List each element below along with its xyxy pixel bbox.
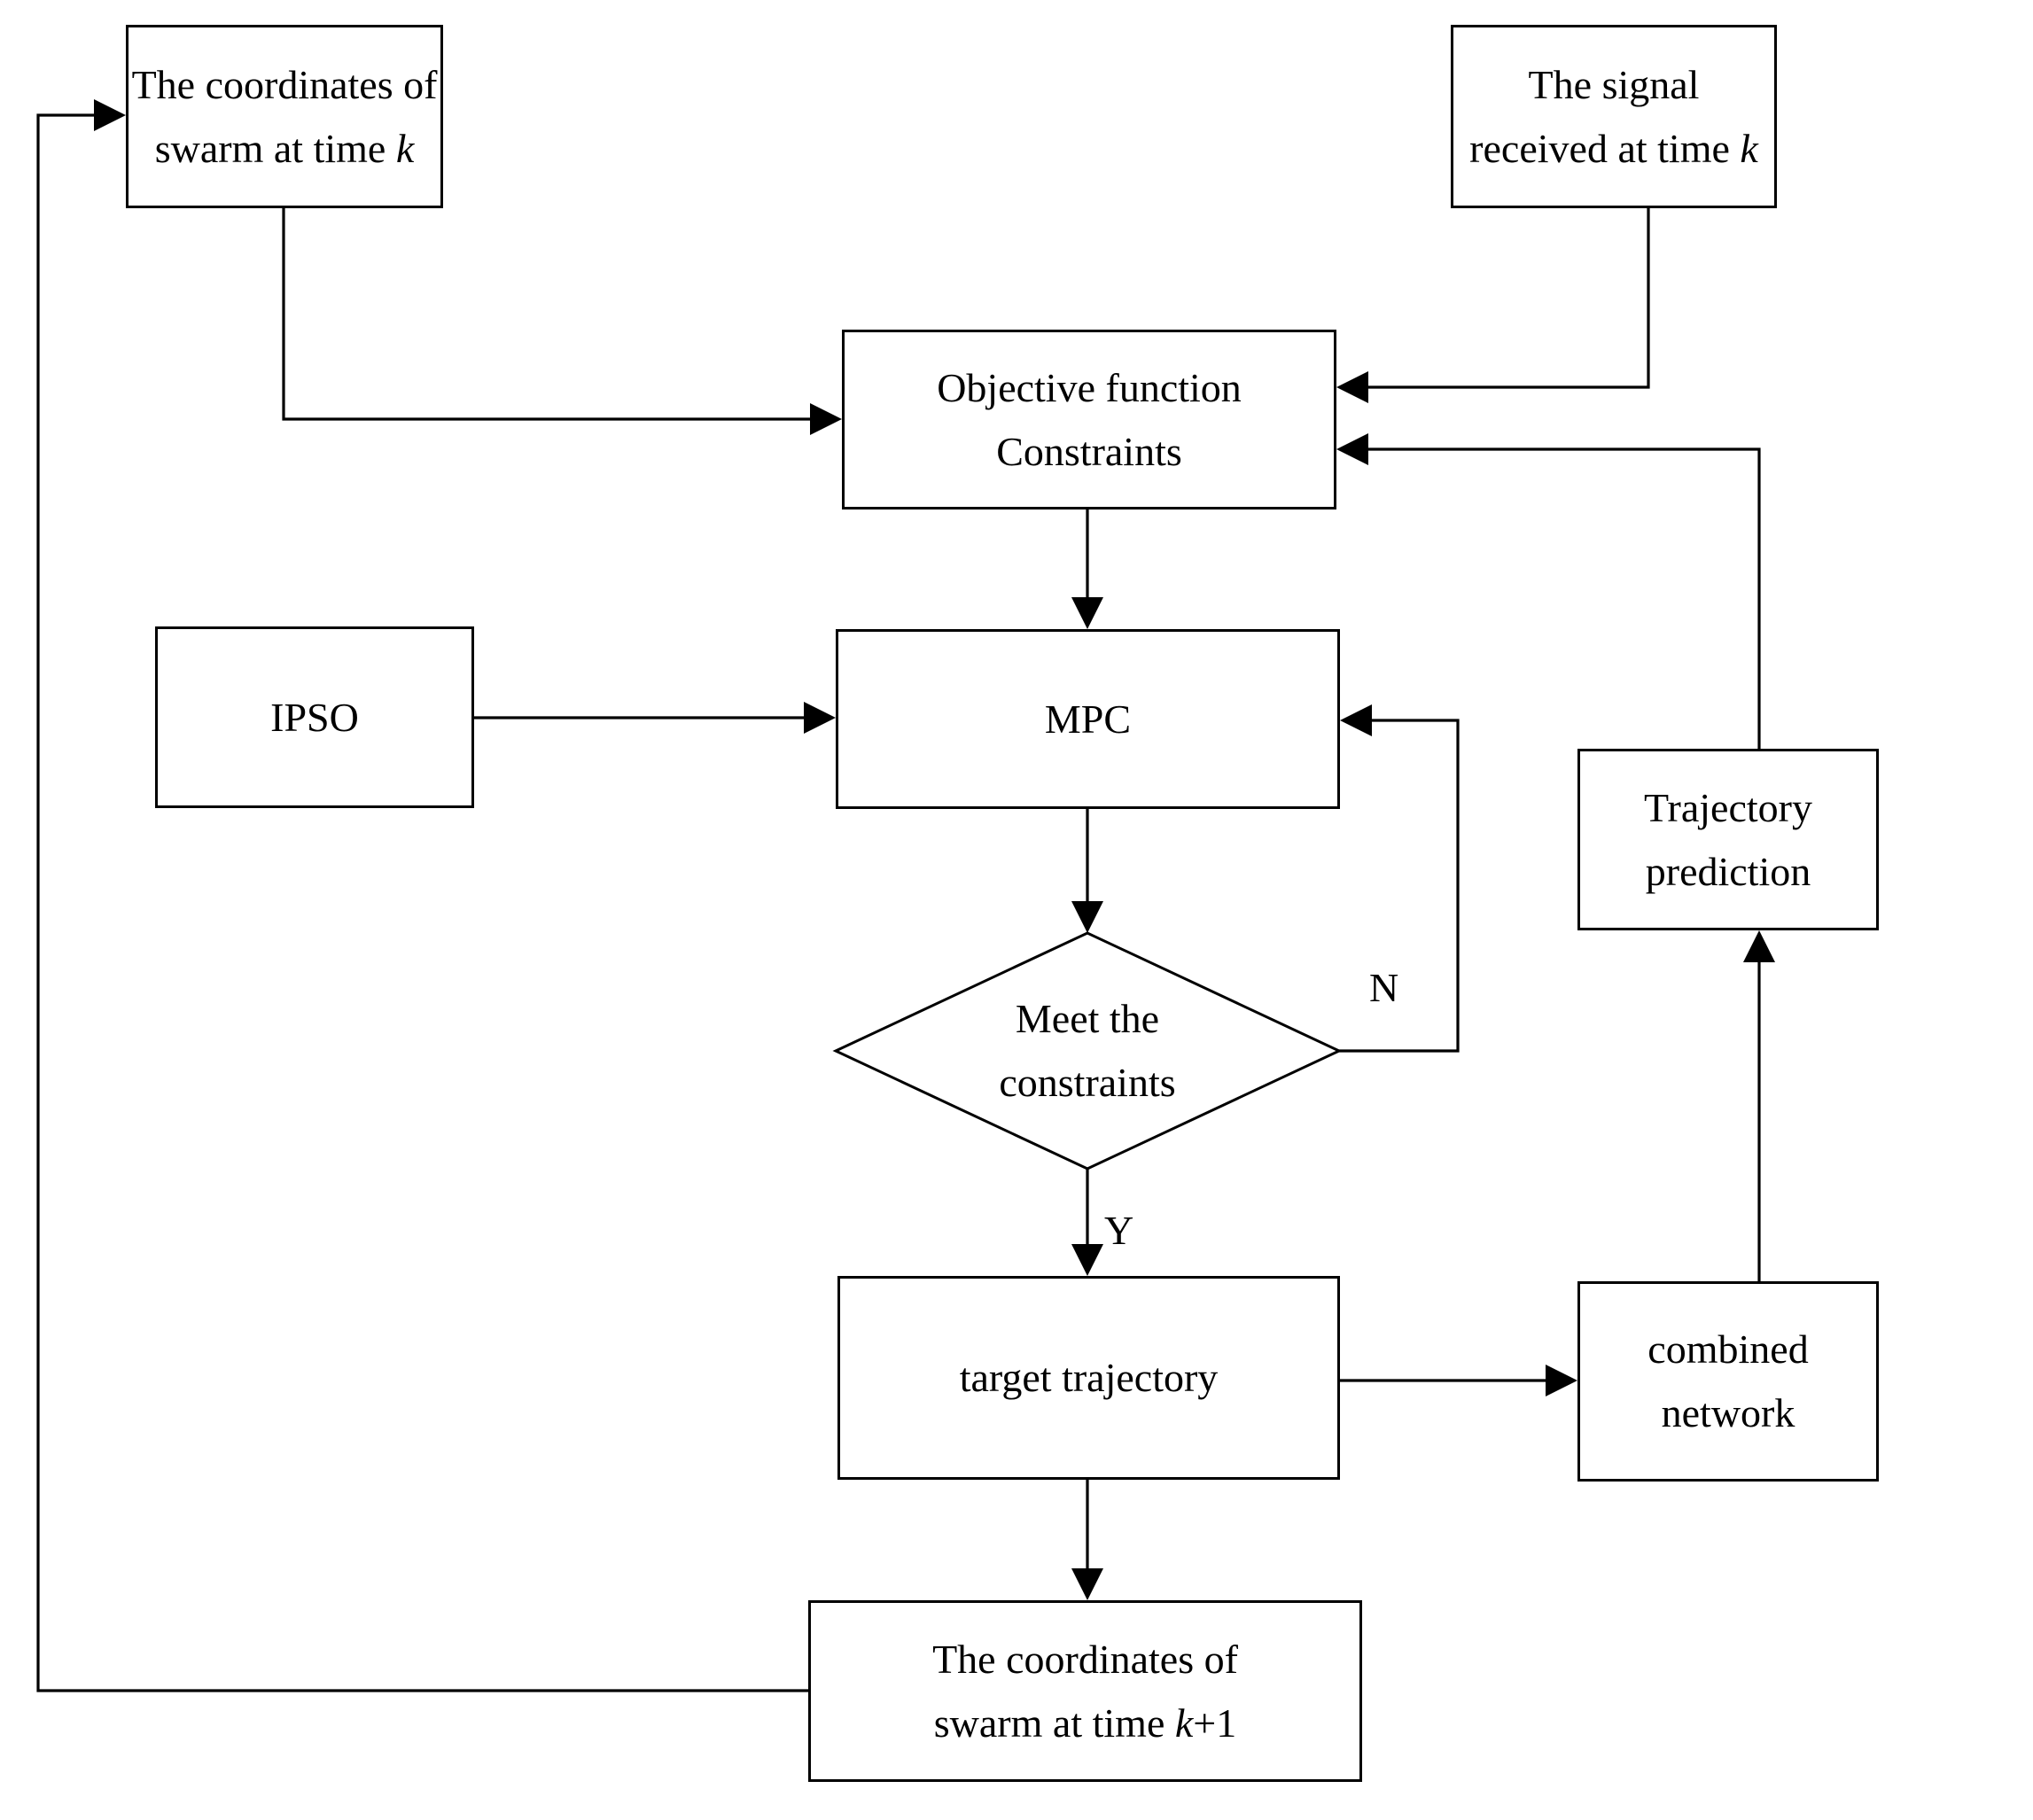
edge-target-trajectory-to-coordinates-k1 — [1071, 1480, 1103, 1600]
arrowhead-into-target-trajectory-top — [1071, 1244, 1103, 1276]
arrowhead-into-objective-right-upper — [1336, 371, 1368, 403]
edge-decision-yes-to-target-trajectory — [1071, 1169, 1103, 1276]
edge-feedback-k1-to-k-line — [36, 113, 808, 1692]
node-mpc: MPC — [836, 629, 1340, 809]
label-branch-n: N — [1369, 965, 1399, 1010]
arrowhead-into-objective-left — [810, 403, 842, 435]
edge-decision-no-to-mpc — [1339, 704, 1460, 1053]
label-branch-y: Y — [1104, 1208, 1134, 1253]
edge-feedback-k1-to-k — [36, 99, 808, 1692]
arrowhead-into-mpc-right — [1340, 704, 1372, 736]
edge-target-trajectory-to-combined-network — [1340, 1365, 1577, 1396]
node-mpc-label: MPC — [1044, 696, 1132, 742]
edge-signal-to-objective — [1336, 208, 1650, 403]
arrowhead-into-decision-top — [1071, 901, 1103, 933]
edge-combined-network-to-trajectory-prediction — [1743, 930, 1775, 1281]
edge-objective-to-mpc — [1071, 509, 1103, 629]
edge-ipso-to-mpc — [474, 702, 836, 734]
arrowhead-into-combined-network-left — [1546, 1365, 1577, 1396]
edge-signal-to-objective-line — [1358, 208, 1650, 389]
edge-mpc-to-decision — [1071, 809, 1103, 933]
edge-coordinates-k-to-objective-line — [282, 208, 821, 421]
node-ipso-label: IPSO — [270, 694, 359, 740]
node-target-trajectory: target trajectory — [837, 1276, 1340, 1480]
arrowhead-into-objective-right-lower — [1336, 433, 1368, 465]
edge-trajectory-prediction-to-objective — [1336, 433, 1761, 749]
node-target-trajectory-label: target trajectory — [959, 1355, 1219, 1400]
arrowhead-into-coordinates-k — [94, 99, 126, 131]
decision-diamond-shape — [832, 931, 1343, 1171]
arrowhead-into-mpc-top — [1071, 597, 1103, 629]
arrowhead-into-mpc-left — [804, 702, 836, 734]
node-ipso: IPSO — [155, 626, 474, 808]
edge-decision-no-to-mpc-line — [1339, 719, 1460, 1053]
arrowhead-into-trajectory-prediction-bottom — [1743, 930, 1775, 962]
edge-trajectory-prediction-to-objective-line — [1358, 447, 1761, 749]
edge-coordinates-k-to-objective — [282, 208, 842, 435]
arrowhead-into-coordinates-k1-top — [1071, 1568, 1103, 1600]
